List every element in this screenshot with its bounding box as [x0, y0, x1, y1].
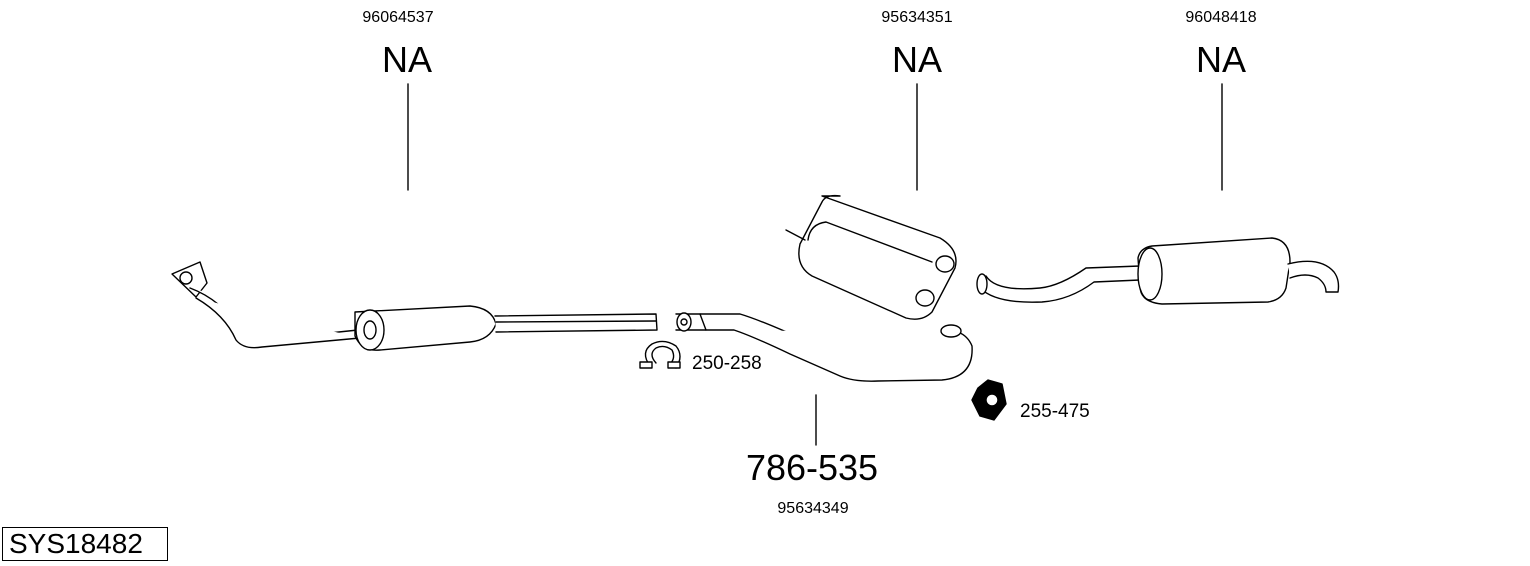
- center-muffler-part[interactable]: [785, 194, 957, 320]
- part-oem-number: 96048418: [1185, 9, 1257, 26]
- clamp-code[interactable]: 250-258: [692, 353, 762, 374]
- part-oem-number: 95634349: [777, 500, 849, 517]
- part-code[interactable]: NA: [381, 39, 433, 80]
- part-oem-number: 95634351: [881, 9, 953, 26]
- gasket-icon: [971, 379, 1007, 421]
- gasket-code[interactable]: 255-475: [1020, 401, 1090, 422]
- rear-muffler-part[interactable]: [976, 237, 1340, 305]
- part-code[interactable]: 786-535: [745, 447, 879, 488]
- clamp-icon: [639, 340, 681, 369]
- part-code[interactable]: NA: [1195, 39, 1247, 80]
- part-code[interactable]: NA: [891, 39, 943, 80]
- front-pipe-part[interactable]: [171, 261, 658, 351]
- intermediate-pipe-part[interactable]: [675, 312, 973, 382]
- part-oem-number: 96064537: [362, 9, 434, 26]
- system-code-box: SYS18482: [2, 527, 168, 561]
